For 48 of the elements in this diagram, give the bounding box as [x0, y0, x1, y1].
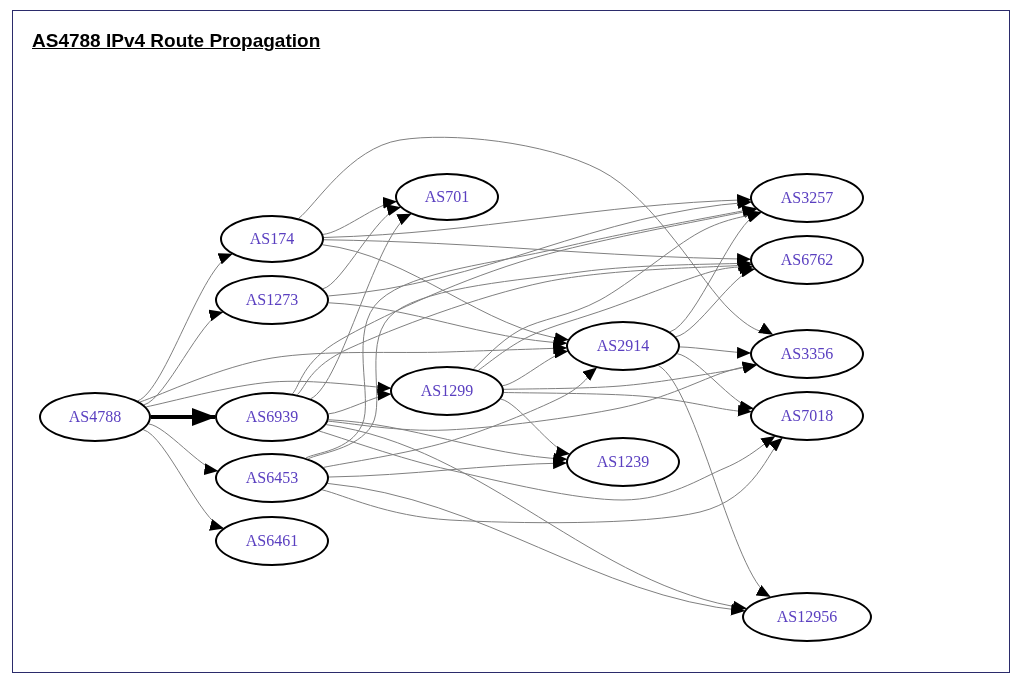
arrow	[137, 253, 233, 402]
node-label: AS1239	[596, 453, 650, 471]
arrow	[327, 482, 745, 615]
arrow	[310, 213, 412, 400]
as-node-ellipse	[750, 329, 864, 379]
as-node-ellipse	[566, 321, 680, 371]
as-node-ellipse	[750, 173, 864, 223]
as-node-ellipse	[215, 516, 329, 566]
arrow	[328, 302, 568, 349]
as-node-ellipse	[215, 275, 329, 325]
node-label: AS6453	[245, 469, 299, 487]
arrow	[142, 429, 224, 529]
arrow	[143, 311, 224, 406]
arrow	[321, 244, 569, 344]
arrow	[328, 390, 392, 415]
node-label: AS6939	[245, 408, 299, 426]
node-label: AS2914	[596, 337, 650, 355]
node-label: AS3356	[780, 345, 834, 363]
node-label: AS174	[249, 230, 295, 248]
node-label: AS701	[424, 188, 470, 206]
arrow	[328, 457, 568, 478]
arrow	[292, 206, 758, 395]
diagram-title: AS4788 IPv4 Route Propagation	[32, 30, 321, 52]
node-label: AS1273	[245, 291, 299, 309]
as-node-ellipse	[220, 215, 324, 263]
node-label: AS7018	[780, 407, 834, 425]
arrow	[322, 198, 397, 235]
node-label: AS6461	[245, 532, 299, 550]
arrow	[502, 348, 569, 387]
arrow	[323, 194, 752, 238]
arrow	[323, 367, 597, 468]
arrow	[657, 365, 771, 598]
node-label: AS3257	[780, 189, 834, 207]
node-label: AS1299	[420, 382, 474, 400]
arrow	[669, 211, 761, 333]
node-label: AS4788	[68, 408, 122, 426]
node-label: AS6762	[780, 251, 834, 269]
arrow	[305, 205, 757, 459]
as-node-ellipse	[39, 392, 151, 442]
arrow	[503, 361, 757, 390]
arrow	[327, 197, 752, 297]
arrow	[151, 408, 216, 426]
as-node-ellipse	[395, 173, 499, 221]
arrow	[503, 391, 752, 417]
as-node-ellipse	[215, 453, 329, 503]
arrow	[679, 346, 752, 359]
node-label: AS12956	[776, 608, 838, 626]
arrow	[318, 430, 776, 501]
